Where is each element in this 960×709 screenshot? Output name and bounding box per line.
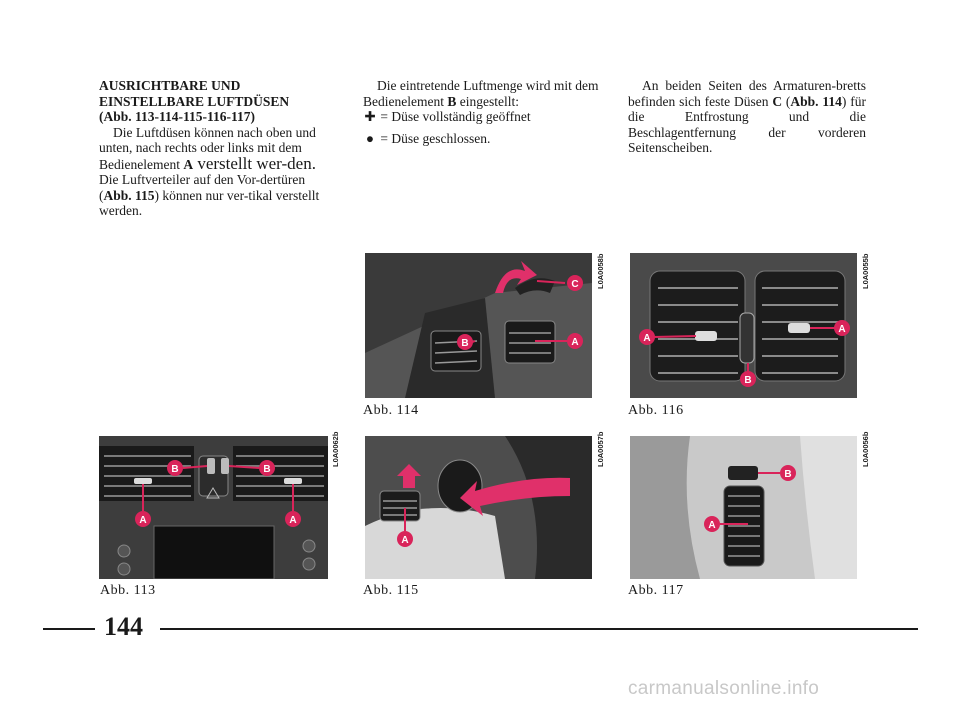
callout-a: A <box>643 333 650 344</box>
paragraph: Die Luftdüsen können nach oben und unten… <box>99 124 320 219</box>
figure-code: L0A0058b <box>596 253 605 289</box>
figure-code: L0A0055b <box>861 253 870 289</box>
figure-113-photo: B B A A <box>99 436 328 579</box>
callout-a: A <box>401 535 408 546</box>
footer-rule-left <box>43 628 95 630</box>
callout-a: A <box>708 520 715 531</box>
callout-b: B <box>461 338 468 349</box>
figure-114-caption: Abb. 114 <box>363 403 419 418</box>
section-heading: AUSRICHTBARE UND EINSTELLBARE LUFTDÜSEN … <box>99 78 290 124</box>
column-3: An beiden Seiten des Armaturen-bretts be… <box>628 78 866 156</box>
page-number: 144 <box>104 612 143 641</box>
figure-114-photo: C B A <box>365 253 592 398</box>
figure-115-caption: Abb. 115 <box>363 583 419 598</box>
footer-rule-right <box>160 628 918 630</box>
figure-116-photo: A A B <box>630 253 857 398</box>
figure-113-caption: Abb. 113 <box>100 583 156 598</box>
paragraph: An beiden Seiten des Armaturen-bretts be… <box>628 78 866 155</box>
callout-b: B <box>263 464 270 475</box>
figure-116-caption: Abb. 116 <box>628 403 684 418</box>
callout-a: A <box>139 515 146 526</box>
callout-c: C <box>571 279 578 290</box>
legend-open: ✚ = Düse vollständig geöffnet <box>364 109 531 124</box>
open-icon: ✚ <box>364 109 376 124</box>
paragraph: Die eintretende Luftmenge wird mit dem B… <box>363 78 599 109</box>
closed-icon: ● <box>365 130 375 146</box>
watermark: carmanualsonline.info <box>628 678 820 699</box>
callout-a: A <box>289 515 296 526</box>
figure-115-photo: A <box>365 436 592 579</box>
column-2: Die eintretende Luftmenge wird mit dem B… <box>363 78 603 146</box>
figure-code: L0A0057b <box>596 431 605 467</box>
column-1: AUSRICHTBARE UND EINSTELLBARE LUFTDÜSEN … <box>99 78 334 219</box>
figure-code: L0A0062b <box>331 431 340 467</box>
callout-b: B <box>171 464 178 475</box>
callout-b: B <box>744 375 751 386</box>
figure-code: L0A0056b <box>861 431 870 467</box>
callout-b: B <box>784 469 791 480</box>
legend-closed: ● = Düse geschlossen. <box>363 131 603 147</box>
callout-a: A <box>571 337 578 348</box>
figure-117-photo: B A <box>630 436 857 579</box>
figure-117-caption: Abb. 117 <box>628 583 684 598</box>
callout-a: A <box>838 324 845 335</box>
